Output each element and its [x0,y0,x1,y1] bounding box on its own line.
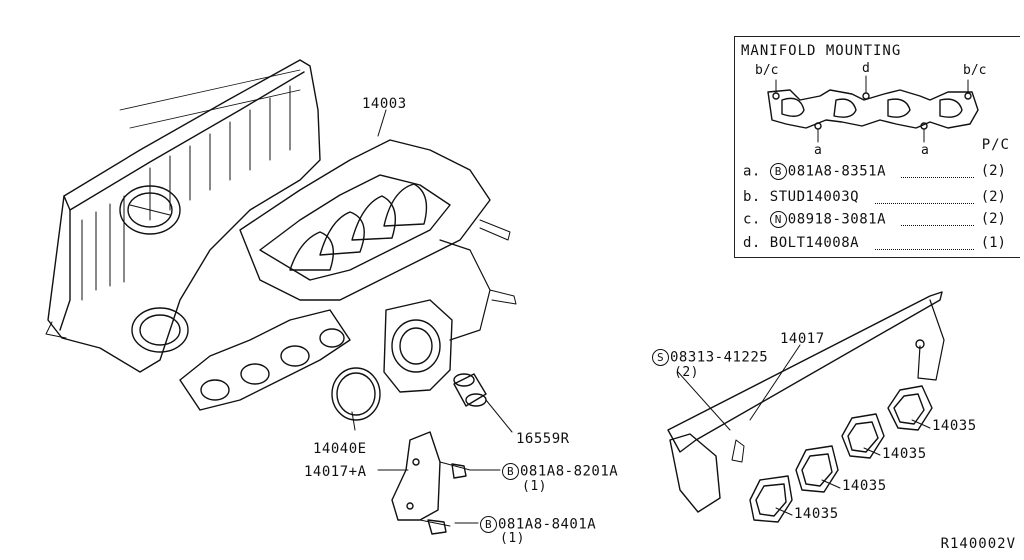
label-gasket-3: 14035 [842,478,887,494]
gasket-ring-illustration [331,367,381,421]
stay-illustration [667,291,945,513]
manifold-mounting-legend: MANIFOLD MOUNTING b/c d b/c a a P/C a. B… [734,36,1020,258]
label-manifold: 14003 [362,96,407,112]
nut-symbol-icon: N [769,211,787,228]
legend-part: STUD14003Q [769,189,860,205]
legend-qty-a: (2) [980,163,1006,179]
legend-row-b: b. STUD14003Q [743,189,860,205]
legend-qty-c: (2) [980,211,1006,227]
legend-qty-b: (2) [980,189,1006,205]
nissan-emblem [119,185,181,235]
gaskets-illustration [749,385,933,523]
label-bolt1-qty: (1) [522,479,547,494]
legend-part: 081A8-8351A [787,163,887,180]
bolt-symbol-icon: B [502,463,519,480]
legend-gasket-illustration [767,75,979,143]
tag-a-right: a [921,143,929,158]
intake-manifold-illustration [45,59,517,411]
bracket-illustration [391,431,471,535]
label-bolt2-qty: (1) [500,531,525,546]
legend-part: 08918-3081A [787,211,887,228]
legend-title: MANIFOLD MOUNTING [741,43,902,59]
tag-bc-right: b/c [963,63,987,78]
bolt-symbol-icon: B [769,163,787,180]
bolt-symbol-icon: B [480,516,497,533]
label-gasket-ring: 14040E [313,441,367,457]
label-gasket-2: 14035 [882,446,927,462]
label-gasket-1: 14035 [932,418,977,434]
label-bracket: 14017+A [304,464,367,480]
legend-qty-d: (1) [980,235,1006,251]
screw-symbol-icon: S [652,349,669,366]
legend-part: BOLT14008A [769,235,860,251]
tag-bc-left: b/c [755,63,779,78]
spacer-illustration [453,373,487,407]
label-screw-qty: (2) [674,365,699,380]
tag-a-left: a [814,143,822,158]
legend-row-d: d. BOLT14008A [743,235,860,251]
diagram-reference-code: R140002V [940,536,1016,552]
label-gasket-4: 14035 [794,506,839,522]
legend-pc-header: P/C [981,137,1010,153]
label-stay: 14017 [780,331,825,347]
tag-d: d [862,61,870,76]
label-spacer: 16559R [516,431,570,447]
